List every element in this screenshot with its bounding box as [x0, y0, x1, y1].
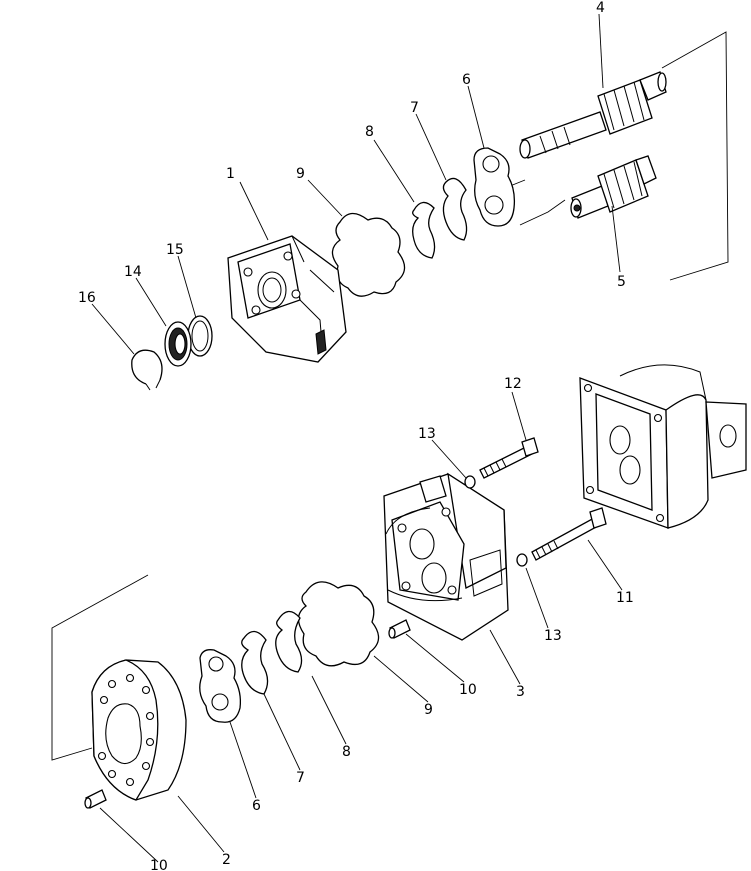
callout-13-left: 13: [418, 426, 436, 442]
callout-7-bottom: 7: [296, 770, 305, 786]
callout-2: 2: [222, 852, 231, 868]
gasket-part-9-top: [331, 212, 406, 297]
ring-part-15: [187, 315, 213, 357]
backup-ring-part-8-bottom: [275, 610, 303, 673]
dowel-pin-part-10-mid: [388, 619, 411, 639]
seal-ring-part-7-top: [442, 177, 468, 241]
driven-gear-part-5: [570, 155, 657, 219]
callout-6-bottom: 6: [252, 798, 261, 814]
callout-7-top: 7: [410, 100, 419, 116]
callout-11: 11: [616, 590, 634, 606]
callout-10-bottom: 10: [150, 858, 168, 871]
callout-14: 14: [124, 264, 142, 280]
callout-labels: 4 1 9 8 7 6 5 15 14 16 12 13 11 13 10 3 …: [78, 0, 634, 871]
drive-shaft-gear-part-4: [519, 71, 667, 159]
rear-cover-part-2: [91, 659, 187, 801]
leader-lines: [91, 13, 623, 863]
bushing-plate-part-6-bottom: [199, 649, 242, 723]
bolt-part-11: [531, 507, 607, 561]
callout-3: 3: [516, 684, 525, 700]
callout-10-mid: 10: [459, 682, 477, 698]
seal-ring-part-7-bottom: [241, 630, 269, 695]
callout-8-top: 8: [365, 124, 374, 140]
callout-16: 16: [78, 290, 96, 306]
callout-13-right: 13: [544, 628, 562, 644]
callout-1: 1: [226, 166, 235, 182]
callout-9-bottom: 9: [424, 702, 433, 718]
callout-4: 4: [596, 0, 605, 16]
center-body-part-3: [383, 472, 509, 641]
washer-part-13-left: [464, 475, 476, 489]
washer-part-13-right: [516, 553, 528, 567]
rear-group-bracket: [51, 574, 149, 761]
callout-12: 12: [504, 376, 522, 392]
backup-ring-part-8-top: [412, 201, 436, 259]
front-cover-part-1: [227, 235, 347, 363]
callout-5: 5: [617, 274, 626, 290]
rear-housing: [579, 364, 747, 529]
callout-15: 15: [166, 242, 184, 258]
callout-9-top: 9: [296, 166, 305, 182]
callout-6-top: 6: [462, 72, 471, 88]
snap-ring-part-16: [131, 349, 163, 391]
bushing-plate-part-6-top: [473, 147, 516, 227]
gasket-part-9-bottom: [297, 581, 380, 667]
bolt-part-12: [479, 437, 539, 479]
dowel-pin-part-10-bottom: [84, 789, 107, 809]
callout-8-bottom: 8: [342, 744, 351, 760]
oil-seal-part-14: [164, 321, 192, 367]
